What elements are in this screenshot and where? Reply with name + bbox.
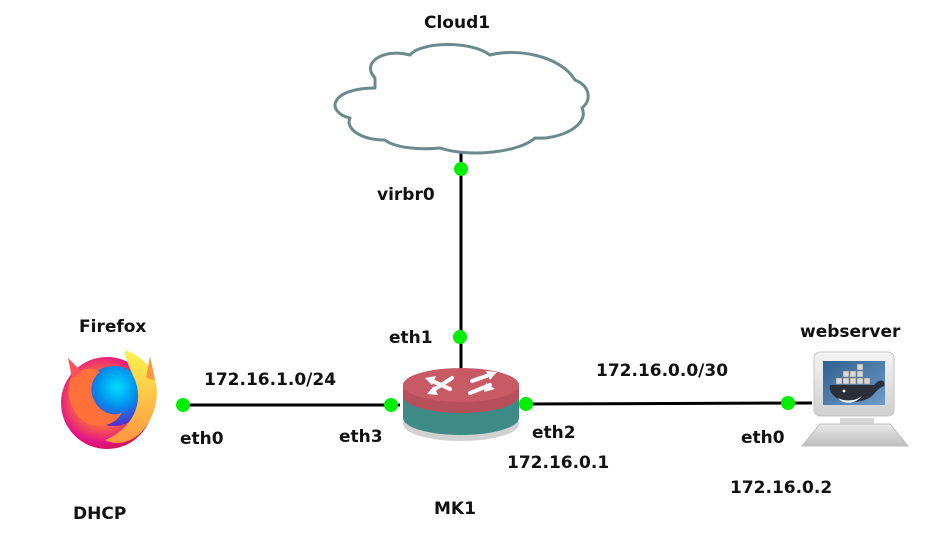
client-router-subnet-label: 172.16.1.0/24 (204, 370, 337, 390)
port-dot-client-eth0[interactable] (176, 398, 190, 412)
docker-whale-icon (829, 363, 885, 403)
cloud-node[interactable] (333, 43, 590, 155)
firefox-icon (61, 350, 157, 449)
server-eth0-label: eth0 (741, 428, 785, 448)
port-dot-server-eth0[interactable] (781, 396, 795, 410)
router-eth3-label: eth3 (339, 427, 383, 447)
router-eth2-address: 172.16.0.1 (507, 453, 610, 473)
docker-host-icon (800, 351, 910, 447)
router-eth1-label: eth1 (389, 328, 433, 348)
client-name-label: Firefox (79, 317, 147, 337)
client-eth0-label: eth0 (180, 429, 224, 449)
client-node[interactable] (61, 350, 157, 449)
server-node[interactable] (800, 351, 910, 447)
port-dot-router-eth1[interactable] (453, 330, 467, 344)
client-note-label: DHCP (73, 504, 127, 524)
cloud-name-label: Cloud1 (424, 13, 491, 33)
port-dot-cloud-virbr0[interactable] (454, 162, 468, 176)
router-icon (403, 368, 519, 441)
port-dot-router-eth3[interactable] (384, 398, 398, 412)
server-eth0-address: 172.16.0.2 (730, 478, 833, 498)
server-name-label: webserver (800, 322, 901, 342)
router-name-label: MK1 (434, 499, 476, 519)
router-server-subnet-label: 172.16.0.0/30 (596, 361, 729, 381)
port-dot-router-eth2[interactable] (519, 397, 533, 411)
cloud-port-label: virbr0 (377, 185, 435, 205)
link-router-server[interactable] (519, 401, 813, 406)
router-eth2-label: eth2 (532, 423, 576, 443)
router-node[interactable] (403, 368, 519, 441)
cloud-icon (333, 43, 590, 155)
